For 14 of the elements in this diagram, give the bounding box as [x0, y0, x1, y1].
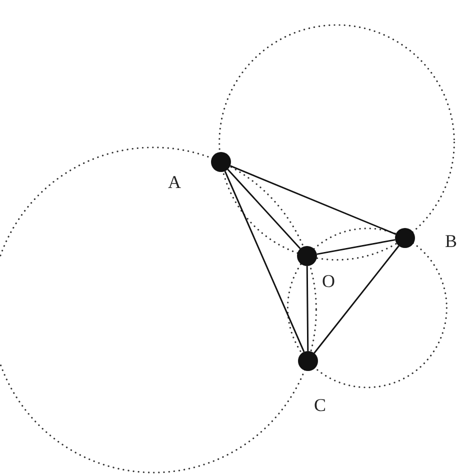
point-label: C: [314, 396, 326, 414]
point-marker: [211, 152, 231, 172]
point-marker: [297, 246, 317, 266]
point-marker: [298, 351, 318, 371]
line-segment: [306, 266, 309, 351]
line-segment: [314, 245, 400, 354]
line-segment: [316, 239, 396, 255]
point-label: A: [168, 173, 181, 191]
line-segment: [224, 170, 305, 352]
point-label: B: [445, 232, 458, 250]
line-segment: [227, 168, 301, 250]
line-segment: [230, 165, 396, 235]
point-marker: [395, 228, 415, 248]
point-label: O: [322, 272, 335, 290]
